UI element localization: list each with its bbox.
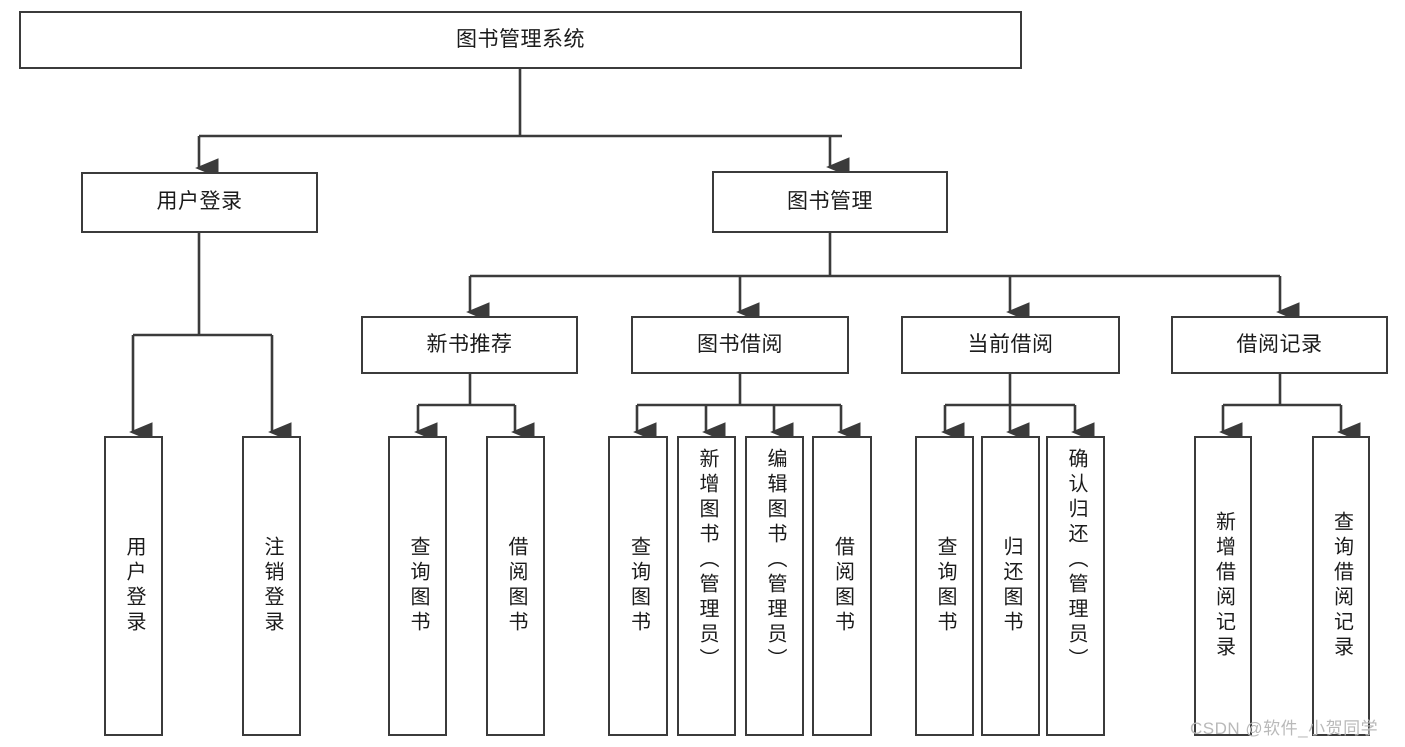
leaf-query-borrow-record[interactable]: 查询借阅记录 [1312, 436, 1370, 736]
node-book-management[interactable]: 图书管理 [712, 171, 948, 233]
leaf-query-book-borrow[interactable]: 查询图书 [608, 436, 668, 736]
leaf-add-borrow-record-label: 新增借阅记录 [1212, 511, 1235, 661]
leaf-user-login[interactable]: 用户登录 [104, 436, 163, 736]
leaf-return-book[interactable]: 归还图书 [981, 436, 1040, 736]
leaf-add-book-admin[interactable]: 新增图书（管理员） [677, 436, 736, 736]
leaf-query-book-current-label: 查询图书 [934, 536, 956, 636]
leaf-query-book-current[interactable]: 查询图书 [915, 436, 974, 736]
leaf-borrow-book[interactable]: 借阅图书 [812, 436, 872, 736]
node-book-borrow[interactable]: 图书借阅 [631, 316, 849, 374]
node-book-management-label: 图书管理 [787, 189, 873, 213]
leaf-logout-label: 注销登录 [261, 536, 283, 636]
node-root[interactable]: 图书管理系统 [19, 11, 1022, 69]
leaf-confirm-return-admin-label: 确认归还（管理员） [1065, 448, 1087, 673]
node-borrow-record-label: 借阅记录 [1236, 332, 1323, 356]
leaf-return-book-label: 归还图书 [1000, 536, 1022, 636]
node-new-book-recommend[interactable]: 新书推荐 [361, 316, 578, 374]
node-root-label: 图书管理系统 [456, 27, 585, 51]
leaf-borrow-book-recommend[interactable]: 借阅图书 [486, 436, 545, 736]
node-borrow-record[interactable]: 借阅记录 [1171, 316, 1388, 374]
node-user-login[interactable]: 用户登录 [81, 172, 318, 233]
leaf-edit-book-admin[interactable]: 编辑图书（管理员） [745, 436, 804, 736]
node-book-borrow-label: 图书借阅 [697, 332, 783, 356]
leaf-user-login-label: 用户登录 [123, 536, 145, 636]
leaf-add-borrow-record[interactable]: 新增借阅记录 [1194, 436, 1252, 736]
leaf-edit-book-admin-label: 编辑图书（管理员） [764, 448, 786, 673]
node-current-borrow-label: 当前借阅 [967, 332, 1054, 356]
node-user-login-label: 用户登录 [156, 190, 243, 214]
leaf-add-book-admin-label: 新增图书（管理员） [696, 448, 718, 673]
leaf-confirm-return-admin[interactable]: 确认归还（管理员） [1046, 436, 1105, 736]
leaf-borrow-book-recommend-label: 借阅图书 [505, 536, 527, 636]
leaf-query-book-recommend[interactable]: 查询图书 [388, 436, 447, 736]
leaf-query-borrow-record-label: 查询借阅记录 [1330, 511, 1353, 661]
node-current-borrow[interactable]: 当前借阅 [901, 316, 1120, 374]
node-new-book-recommend-label: 新书推荐 [426, 332, 513, 356]
leaf-query-book-borrow-label: 查询图书 [627, 536, 650, 636]
csdn-watermark: CSDN @软件_小贺同学 [1190, 719, 1379, 738]
leaf-logout[interactable]: 注销登录 [242, 436, 301, 736]
leaf-borrow-book-label: 借阅图书 [831, 536, 854, 636]
leaf-query-book-recommend-label: 查询图书 [407, 536, 429, 636]
